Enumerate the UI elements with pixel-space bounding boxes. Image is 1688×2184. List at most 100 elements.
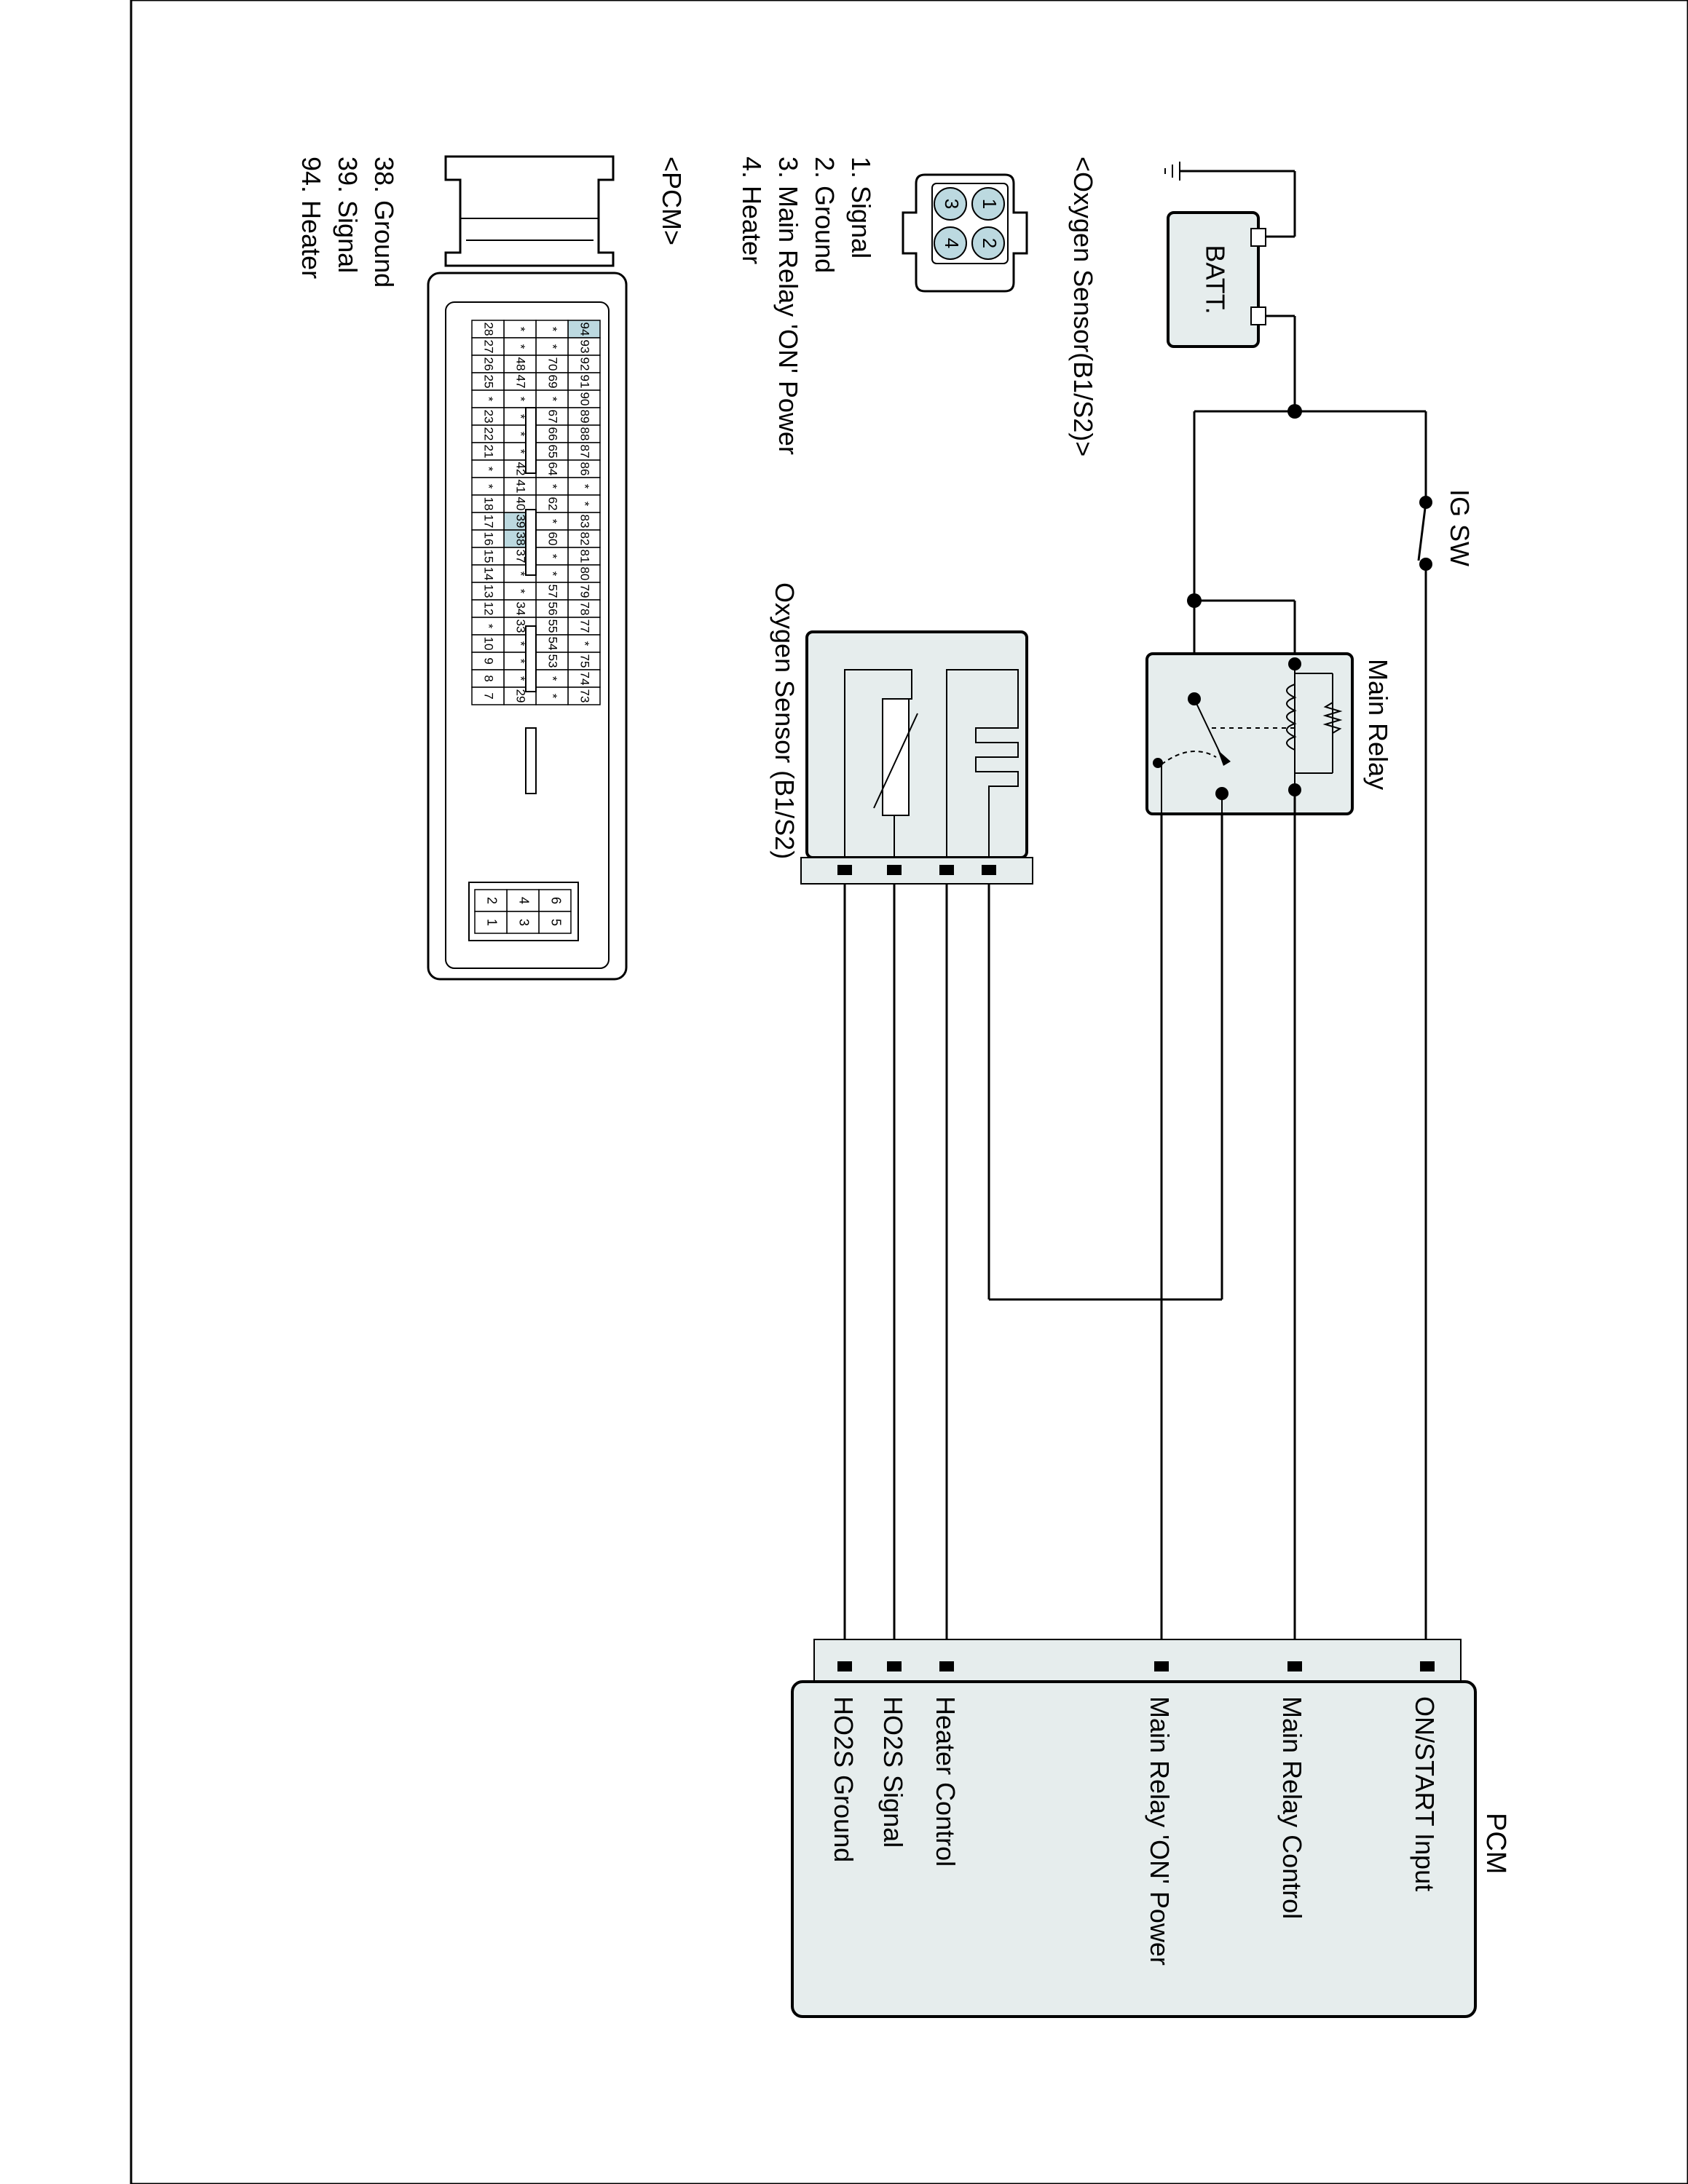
o2-pin-number-4: 4 (941, 238, 963, 248)
pcm-grid-pin-label: 39 (514, 515, 528, 529)
pcm-grid-pin-label: 57 (546, 585, 560, 598)
pcm-pin-on-start: ON/START Input (1410, 1696, 1440, 1891)
pcm-grid-cell (535, 320, 569, 339)
pcm-grid-pin-label: 87 (578, 445, 592, 459)
pcm-grid-pin-label: 66 (546, 427, 560, 441)
pcm-grid-pin-label: 18 (482, 497, 496, 511)
pcm-pin-main-relay-on-power: Main Relay 'ON' Power (1145, 1696, 1175, 1966)
pcm-grid-cell (567, 634, 601, 653)
pcm-grid-cell (471, 459, 505, 478)
pcm-grid-key (525, 727, 537, 794)
pcm-grid-pin-label: 92 (578, 357, 592, 371)
pcm-grid-pin-label: * (546, 519, 560, 524)
pcm-grid-pin-label: 21 (482, 445, 496, 459)
pcm-grid-pin-label: 27 (482, 340, 496, 354)
pcm-grid-pin-label: 38 (514, 532, 528, 546)
o2-connector-title: <Oxygen Sensor(B1/S2)> (1068, 157, 1098, 456)
pcm-grid-pin-label: * (482, 467, 496, 472)
pcm-grid-pin-label: 75 (578, 654, 592, 668)
pcm-grid-pin-label: 15 (482, 550, 496, 563)
pcm-grid-pin-label: * (514, 344, 528, 349)
page-frame (130, 0, 1688, 2184)
battery: BATT. (1167, 211, 1266, 348)
pcm-grid-pin-label: 9 (482, 657, 496, 664)
pcm-grid-pin-label: 28 (482, 323, 496, 336)
pcm-grid-pin-label: 93 (578, 340, 592, 354)
pcm-grid-cell (535, 564, 569, 583)
pcm-grid-cell (471, 407, 505, 426)
pcm-grid-cell (471, 599, 505, 618)
pcm-grid-pin-label: * (546, 484, 560, 489)
pcm-grid-cell (535, 582, 569, 601)
pcm-small-cell (506, 889, 540, 912)
pcm-grid-cell (535, 477, 569, 496)
pcm-grid-pin-label: 25 (482, 375, 496, 389)
pcm-grid-pin-label: 42 (514, 462, 528, 476)
pcm-grid-pin-label: * (514, 414, 528, 419)
o2-pin-desc-1: 1. Signal (846, 157, 876, 258)
pcm-grid-pin-label: 91 (578, 375, 592, 389)
pcm-grid-pin-label: 73 (578, 689, 592, 703)
pcm-grid-cell (503, 320, 537, 339)
o2-pin-number-3: 3 (941, 199, 963, 209)
pcm-grid-cell (567, 477, 601, 496)
pcm-grid-pin-label: * (578, 484, 592, 489)
pcm-grid-pin-label: * (514, 571, 528, 577)
pcm-grid-pin-label: * (546, 554, 560, 559)
pcm-pin-main-relay-control: Main Relay Control (1277, 1696, 1307, 1919)
pcm-label: PCM (1480, 1813, 1511, 1874)
pcm-small-pin-label: 3 (516, 919, 531, 926)
pcm-grid-cell (567, 320, 601, 339)
pcm-grid-pin-label: * (546, 397, 560, 402)
pcm-grid-pin-label: * (578, 641, 592, 646)
pcm-block: PCM ON/START Input Main Relay Control Ma… (791, 1639, 1511, 2018)
pcm-connector: <PCM> 949392919089888786**83828180797877… (296, 155, 687, 981)
pcm-grid-cell (471, 477, 505, 496)
pcm-small-cell (506, 911, 540, 934)
pcm-small-pin-label: 4 (516, 897, 531, 904)
o2-connector: <Oxygen Sensor(B1/S2)> 1 2 3 4 1. Signal… (737, 157, 1098, 456)
pcm-grid-pin-label: * (546, 694, 560, 699)
pcm-grid-cell (535, 617, 569, 636)
pcm-grid-pin-label: 69 (546, 375, 560, 389)
pcm-grid-cell (567, 547, 601, 566)
pcm-grid-pin-label: 83 (578, 515, 592, 529)
oxygen-sensor-label: Oxygen Sensor (B1/S2) (770, 582, 800, 859)
pcm-grid-pin-label: 80 (578, 567, 592, 581)
pcm-grid-cell (471, 372, 505, 391)
pcm-grid-pin-label: * (514, 327, 528, 332)
pcm-grid-cell (471, 652, 505, 670)
pcm-grid-pin-label: 79 (578, 585, 592, 598)
pcm-grid-pin-label: 77 (578, 620, 592, 633)
pcm-grid-pin-label: * (482, 624, 496, 629)
pcm-grid-pin-label: 64 (546, 462, 560, 476)
pcm-grid-pin-label: 90 (578, 392, 592, 406)
pcm-small-pin-label: 2 (484, 897, 499, 904)
pcm-grid-cell (471, 687, 505, 705)
pcm-grid-pin-label: 33 (514, 620, 528, 633)
pcm-grid-pin-label: * (546, 327, 560, 332)
o2-pin-desc-3: 3. Main Relay 'ON' Power (773, 157, 803, 455)
pcm-grid-cell (567, 424, 601, 443)
pcm-pin-ho2s-ground: HO2S Ground (829, 1696, 859, 1862)
ig-sw-label: IG SW (1445, 489, 1475, 566)
pcm-grid-pin-label: 67 (546, 410, 560, 424)
pcm-grid-pin-label: 74 (578, 672, 592, 686)
pcm-grid-pin-label: * (578, 502, 592, 507)
main-relay-label: Main Relay (1363, 659, 1393, 790)
pcm-grid-pin-label: 22 (482, 427, 496, 441)
pcm-grid-cell (471, 529, 505, 548)
pcm-grid-pin-label: * (514, 641, 528, 646)
pcm-grid-cell (535, 407, 569, 426)
pcm-grid-pin-label: * (514, 397, 528, 402)
pcm-grid-pin-label: 40 (514, 497, 528, 511)
o2-pin-number-2: 2 (979, 238, 1001, 248)
pcm-grid-cell (503, 389, 537, 408)
main-relay: Main Relay (1145, 652, 1393, 815)
pcm-grid-pin-label: * (514, 432, 528, 437)
o2-pin-desc-2: 2. Ground (810, 157, 840, 273)
pcm-small-pin-label: 1 (484, 919, 499, 926)
pcm-pin-heater-control: Heater Control (931, 1696, 961, 1867)
o2-pin-desc-4: 4. Heater (737, 157, 767, 264)
pcm-grid-pin-label: 82 (578, 532, 592, 546)
